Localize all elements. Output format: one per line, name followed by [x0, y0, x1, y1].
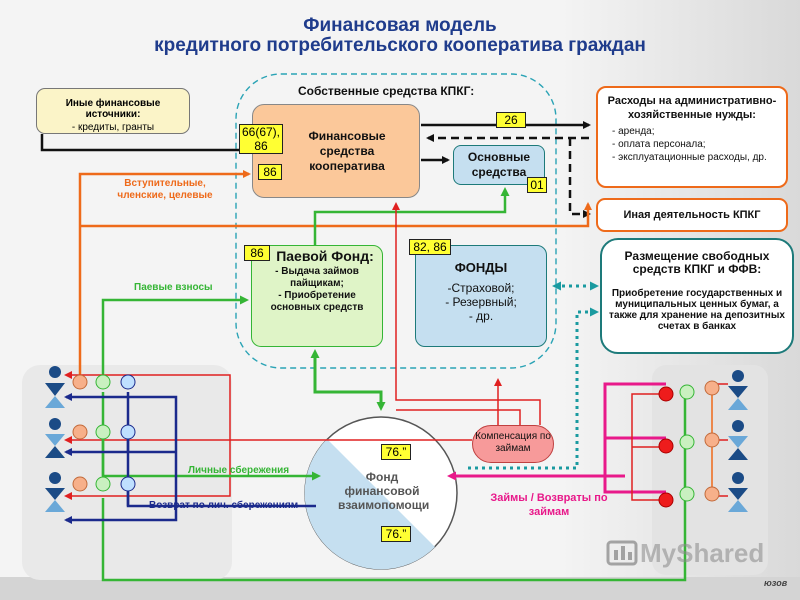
- person-icon: [728, 370, 748, 410]
- other-sources-title: Иные финансовые источники:: [65, 98, 161, 120]
- title-line-2: кредитного потребительского кооператива …: [154, 35, 646, 56]
- member-node-green-1: [95, 374, 111, 390]
- funds-box: ФОНДЫ -Страховой; - Резервный; - др.: [415, 245, 547, 347]
- borrower-node-red-2: [658, 438, 674, 454]
- other-sources-box: Иные финансовые источники: - кредиты, гр…: [36, 88, 190, 134]
- expenses-title: Расходы на административно-хозяйственные…: [607, 95, 777, 121]
- other-sources-items: - кредиты, гранты: [71, 122, 155, 133]
- red-return-bottom: [64, 440, 231, 500]
- account-tag-01: 01: [527, 177, 547, 193]
- borrower-node-red-3: [658, 492, 674, 508]
- member-node-blue-3: [120, 476, 136, 492]
- account-tag-76-top: 76.”: [381, 444, 411, 460]
- borrower-node-red-1: [658, 386, 674, 402]
- compensation-to-coop-funds: [392, 202, 541, 425]
- share-fund-item: - Выдача займов пайщикам;: [275, 266, 359, 289]
- coop-funds-label: Финансовые средства кооператива: [308, 129, 386, 173]
- borrower-node-green-3: [679, 486, 695, 502]
- share-fund-box: Паевой Фонд: - Выдача займов пайщикам; -…: [251, 245, 383, 347]
- placement-title: Размещение свободных средств КПКГ и ФФВ:: [624, 249, 770, 276]
- account-tag-82-86: 82, 86: [409, 239, 451, 255]
- member-node-blue-2: [120, 424, 136, 440]
- savings-return-bottom: [64, 506, 178, 524]
- funds-item: - Резервный;: [445, 295, 517, 309]
- loans-label: Займы / Возвраты по займам: [490, 492, 608, 518]
- watermark-icon: [606, 540, 638, 566]
- mutual-fund-label-box: Фонд финансовой взаимопомощи: [338, 470, 430, 520]
- member-node-green-3: [95, 476, 111, 492]
- funds-item: -Страховой;: [447, 281, 515, 295]
- account-tag-86: 86: [258, 164, 282, 180]
- person-icon: [45, 418, 65, 458]
- mutual-fund-placement-dotted: [468, 307, 599, 470]
- borrower-node-orange-2: [704, 432, 720, 448]
- borrower-node-green-1: [679, 384, 695, 400]
- account-tag-26: 26: [496, 112, 526, 128]
- person-icon: [45, 472, 65, 512]
- share-fund-item: - Приобретение основных средств: [270, 290, 364, 313]
- personal-savings-label: Личные сбережения: [188, 465, 290, 476]
- placement-box: Размещение свободных средств КПКГ и ФФВ:…: [600, 238, 794, 354]
- placement-body: Приобретение государственных и муниципал…: [609, 288, 785, 332]
- expenses-item: - аренда;: [612, 126, 655, 137]
- borrower-node-orange-3: [704, 486, 720, 502]
- red-return-top: [64, 371, 231, 440]
- other-sources-arrow: [40, 134, 251, 154]
- mutual-fund-label: Фонд финансовой взаимопомощи: [338, 470, 430, 512]
- right-members-panel: [652, 365, 768, 575]
- member-node-orange-1: [72, 374, 88, 390]
- borrower-node-orange-1: [704, 380, 720, 396]
- mutual-fund-to-share-fund: [310, 349, 383, 408]
- member-node-orange-3: [72, 476, 88, 492]
- account-tag-86-share: 86: [244, 245, 270, 261]
- funds-title: ФОНДЫ: [454, 260, 508, 275]
- corner-text: юзов: [764, 578, 788, 588]
- borrower-node-green-2: [679, 434, 695, 450]
- entrance-to-other-activity: [80, 202, 592, 228]
- share-fund-to-fixed-assets: [313, 187, 510, 246]
- share-fund-title: Паевой Фонд:: [276, 248, 374, 264]
- entrance-fees-line: [78, 170, 251, 378]
- expenses-item: - эксплуатационные расходы, др.: [612, 152, 767, 163]
- bottom-strip: [0, 577, 800, 600]
- compensation-label: Компенсация по займам: [475, 431, 551, 454]
- person-icon: [728, 472, 748, 512]
- other-activity-box: Иная деятельность КПКГ: [596, 198, 788, 232]
- entrance-fees-label: Вступительные, членские, целевые: [117, 178, 213, 201]
- other-activity-label: Иная деятельность КПКГ: [623, 209, 761, 221]
- compensation-box: Компенсация по займам: [472, 425, 554, 463]
- member-node-orange-2: [72, 424, 88, 440]
- account-tag-76-bottom: 76.”: [381, 526, 411, 542]
- expenses-box: Расходы на административно-хозяйственные…: [596, 86, 788, 188]
- expenses-item: - оплата персонала;: [612, 139, 706, 150]
- funds-item: - др.: [468, 309, 494, 323]
- fixed-assets-label: Основные средства: [467, 150, 531, 179]
- account-tag-66-86: 66(67), 86: [239, 124, 283, 154]
- watermark-text: MyShared: [640, 538, 765, 568]
- other-activity-dashed: [568, 138, 591, 218]
- title-line-1: Финансовая модель: [303, 15, 497, 36]
- person-icon: [45, 366, 65, 408]
- savings-return-top: [64, 393, 178, 506]
- share-contrib-line: [101, 295, 249, 376]
- share-contrib-label: Паевые взносы: [134, 282, 213, 293]
- savings-return-label: Возврат по лич. сбережениям: [149, 500, 299, 511]
- member-node-green-2: [95, 424, 111, 440]
- own-funds-label: Собственные средства КПКГ:: [298, 84, 475, 98]
- person-icon: [728, 420, 748, 460]
- share-fund-to-mutual-fund: [313, 356, 386, 411]
- member-node-blue-1: [120, 374, 136, 390]
